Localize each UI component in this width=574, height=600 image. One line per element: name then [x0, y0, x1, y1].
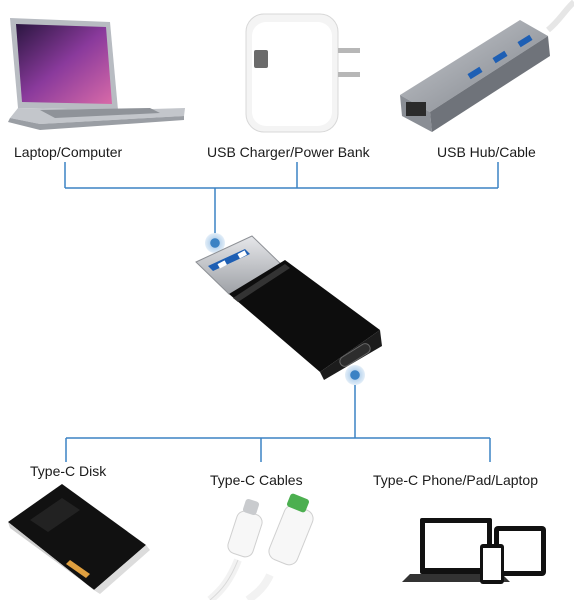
label-type-c-disk: Type-C Disk: [30, 463, 107, 479]
usb-hub-icon: [400, 0, 574, 132]
label-type-c-devices: Type-C Phone/Pad/Laptop: [373, 472, 539, 488]
type-c-cable-icon: [207, 493, 314, 600]
external-disk-icon: [8, 484, 150, 594]
top-connector-lines: [64, 162, 499, 240]
usb-charger-icon: [245, 13, 360, 133]
label-usb-charger-power-bank: USB Charger/Power Bank: [207, 144, 370, 160]
label-laptop-computer: Laptop/Computer: [14, 144, 123, 160]
input-connection-dot: [205, 233, 225, 253]
label-type-c-cables: Type-C Cables: [210, 472, 303, 488]
devices-icon: [402, 518, 546, 584]
output-connection-dot: [345, 365, 365, 385]
bottom-connector-lines: [65, 385, 491, 462]
label-usb-hub-cable: USB Hub/Cable: [437, 144, 536, 160]
usb-a-to-c-adapter-icon: [195, 235, 382, 380]
laptop-icon: [8, 18, 185, 130]
